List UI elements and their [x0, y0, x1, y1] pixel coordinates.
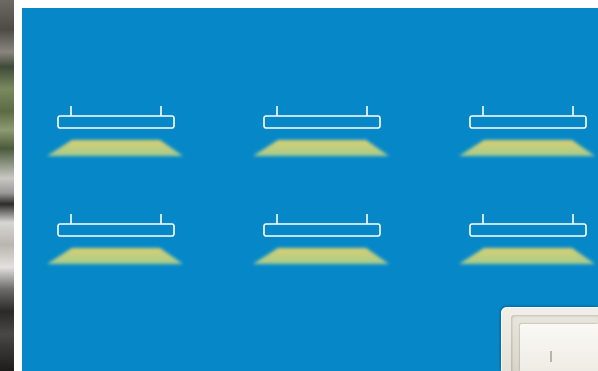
switch-on-mark [550, 351, 552, 362]
light-fixture-icon [458, 212, 598, 272]
light-switch-frame [511, 315, 598, 371]
light-beam [459, 140, 595, 156]
light-fixture-icon [252, 104, 392, 164]
light-fixture-icon [46, 212, 186, 272]
fixture-body [58, 116, 174, 128]
light-beam [253, 248, 389, 264]
light-beam [253, 140, 389, 156]
light-beam [47, 248, 183, 264]
background-photo-strip [0, 0, 14, 371]
light-fixture-icon [46, 104, 186, 164]
fixture-body [264, 224, 380, 236]
light-switch-rocker[interactable] [520, 324, 598, 371]
fixture-body [470, 224, 586, 236]
fixture-body [58, 224, 174, 236]
light-fixture-icon [458, 104, 598, 164]
light-switch-icon[interactable] [501, 307, 598, 371]
fixture-body [470, 116, 586, 128]
fixture-body [264, 116, 380, 128]
light-beam [47, 140, 183, 156]
light-beam [459, 248, 595, 264]
light-fixture-icon [252, 212, 392, 272]
divider [14, 0, 22, 371]
